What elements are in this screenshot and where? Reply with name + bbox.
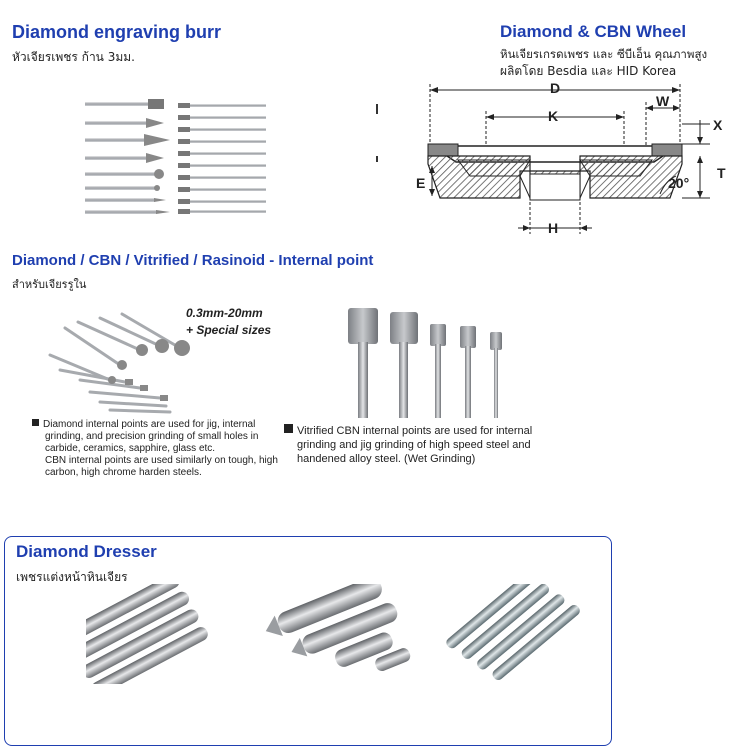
note-left-line5: carbon, high chrome harden steels. <box>45 467 202 478</box>
dim-E-label: E <box>416 175 425 191</box>
note-left-line2: grinding, and precision grinding of smal… <box>45 431 259 442</box>
bullet-icon <box>32 419 39 426</box>
sizes-line1: 0.3mm-20mm <box>186 306 263 320</box>
wheel-desc-line1: หินเจียรเกรดเพชร และ ซีบีเอ็น คุณภาพสูง <box>500 47 708 61</box>
vitrified-points-image <box>348 308 502 418</box>
internal-note-left: Diamond internal points are used for jig… <box>32 419 292 479</box>
internal-title: Diamond / CBN / Vitrified / Rasinoid - I… <box>12 252 374 269</box>
dresser-panel <box>4 536 612 746</box>
wheel-diagram: D W K X E T H 20° <box>376 80 726 236</box>
dim-angle-label: 20° <box>668 175 689 191</box>
sizes-line2: + Special sizes <box>186 323 272 337</box>
note-left-line3: carbide, ceramics, sapphire, glass etc. <box>45 443 216 454</box>
engraving-burr-image <box>85 99 266 214</box>
dim-D-label: D <box>550 80 560 96</box>
burr-subtitle: หัวเจียรเพชร ก้าน 3มม. <box>12 50 135 64</box>
dim-W-label: W <box>656 93 670 109</box>
dresser-images <box>86 584 580 684</box>
dim-T-label: T <box>717 165 726 181</box>
dim-X-label: X <box>713 117 723 133</box>
note-left-line4: CBN internal points are used similarly o… <box>45 455 278 466</box>
wheel-title: Diamond & CBN Wheel <box>500 22 687 41</box>
internal-subtitle: สำหรับเจียรรูใน <box>12 278 87 291</box>
dim-H-label: H <box>548 220 558 236</box>
dresser-title: Diamond Dresser <box>16 542 157 561</box>
dim-K-label: K <box>548 108 558 124</box>
internal-points-image <box>48 312 190 414</box>
note-right-line2: grinding and jig grinding of high speed … <box>297 439 531 451</box>
note-right-line1: Vitrified CBN internal points are used f… <box>297 425 533 437</box>
internal-note-right: Vitrified CBN internal points are used f… <box>284 424 584 466</box>
note-right-line3: handened alloy steel. (Wet Grinding) <box>297 453 476 465</box>
note-left-line1: Diamond internal points are used for jig… <box>43 419 256 430</box>
wheel-desc-line2: ผลิตโดย Besdia และ HID Korea <box>500 64 677 78</box>
burr-title: Diamond engraving burr <box>12 22 222 42</box>
dresser-subtitle: เพชรแต่งหน้าหินเจียร <box>16 570 128 584</box>
bullet-icon <box>284 424 293 433</box>
